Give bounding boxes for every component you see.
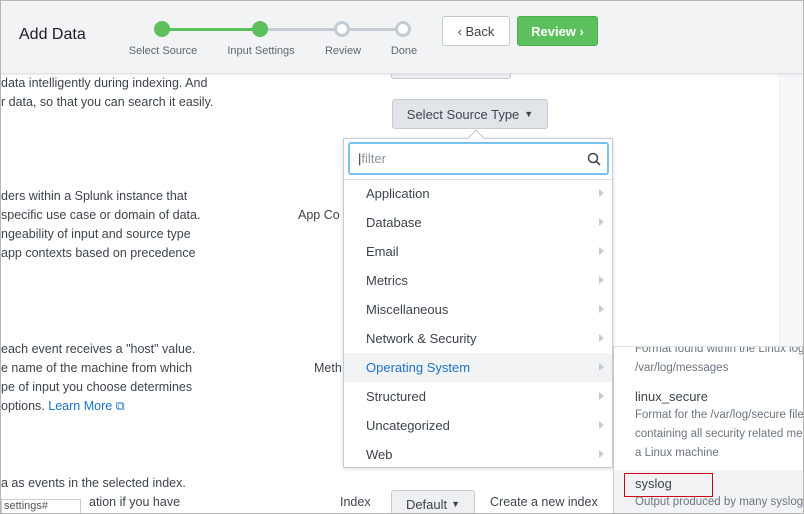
chevron-right-icon <box>599 421 604 429</box>
step-dot-input-settings <box>252 21 268 37</box>
index-label: Index <box>340 495 371 509</box>
select-source-type-button[interactable]: Select Source Type ▼ <box>392 99 548 129</box>
submenu-item-highlight[interactable] <box>614 470 803 513</box>
category-label: Operating System <box>366 360 471 375</box>
chevron-right-icon <box>599 189 604 197</box>
submenu-item-linux-secure[interactable]: linux_secure <box>635 389 708 404</box>
item-description: containing all security related mes <box>635 428 804 440</box>
category-item-network-security[interactable]: Network & Security <box>344 324 612 353</box>
method-label: Meth <box>314 361 342 375</box>
item-description: Format for the /var/log/secure file <box>635 409 804 421</box>
progress-line-done <box>162 28 260 31</box>
review-label: Review <box>531 23 576 39</box>
step-label: Input Settings <box>227 45 295 57</box>
item-description: Output produced by many syslog <box>635 496 804 508</box>
category-label: Network & Security <box>366 331 477 346</box>
step-dot-select-source <box>154 21 170 37</box>
help-text: a as events in the selected index. <box>1 476 186 490</box>
help-text: e name of the machine from which <box>1 361 193 375</box>
category-item-email[interactable]: Email <box>344 237 612 266</box>
header: Add Data Select Source Input Settings Re… <box>1 1 803 74</box>
annotation-box <box>624 473 713 497</box>
help-text: data intelligently during indexing. And <box>1 76 208 90</box>
status-bar-url: settings# <box>1 499 81 513</box>
step-label: Done <box>390 45 418 57</box>
help-text: r data, so that you can search it easily… <box>1 95 214 109</box>
chevron-right-icon <box>599 334 604 342</box>
category-label: Application <box>366 186 430 201</box>
help-text: specific use case or domain of data. <box>1 208 201 222</box>
category-item-web[interactable]: Web <box>344 440 612 469</box>
chevron-right-icon <box>599 363 604 371</box>
index-value: Default <box>405 496 448 512</box>
step-label: Select Source <box>128 45 198 57</box>
chevron-right-icon <box>599 450 604 458</box>
help-text-end: options. <box>1 399 45 413</box>
external-link-icon[interactable]: ⧉ <box>115 399 125 413</box>
category-item-application[interactable]: Application <box>344 179 612 208</box>
help-text: each event receives a "host" value. <box>1 342 196 356</box>
category-label: Uncategorized <box>366 418 450 433</box>
chevron-right-icon <box>599 247 604 255</box>
step-dot-review <box>334 21 350 37</box>
submenu-item-syslog[interactable]: syslog <box>635 476 672 491</box>
learn-more-link[interactable]: Learn More <box>48 399 113 413</box>
help-text: ation if you have <box>89 495 181 509</box>
back-label: Back <box>465 23 495 39</box>
category-item-uncategorized[interactable]: Uncategorized <box>344 411 612 440</box>
help-text: ngeability of input and source type <box>1 227 191 241</box>
item-description: a Linux machine <box>635 447 719 459</box>
category-item-metrics[interactable]: Metrics <box>344 266 612 295</box>
page-title: Add Data <box>19 26 86 43</box>
search-icon <box>587 152 601 166</box>
help-text: options. Learn More ⧉ <box>1 399 125 414</box>
category-label: Database <box>366 215 422 230</box>
chevron-left-icon: ‹ <box>457 23 466 39</box>
item-description: /var/log/messages <box>635 362 729 374</box>
caret-down-icon: ▼ <box>524 109 534 119</box>
category-label: Email <box>366 244 399 259</box>
step-dot-done <box>395 21 411 37</box>
caret-down-icon: ▼ <box>451 499 461 509</box>
index-dropdown[interactable]: Default▼ <box>391 490 475 513</box>
help-text: ders within a Splunk instance that <box>1 189 188 203</box>
progress-line-todo <box>260 28 403 31</box>
help-text: app contexts based on precedence <box>1 246 196 260</box>
chevron-right-icon: › <box>575 23 584 39</box>
app-context-label: App Co <box>298 208 340 222</box>
review-button[interactable]: Review › <box>517 16 598 46</box>
chevron-right-icon <box>599 218 604 226</box>
filter-input[interactable]: |filter <box>348 142 609 175</box>
divider <box>344 179 612 180</box>
category-label: Miscellaneous <box>366 302 449 317</box>
category-label: Structured <box>366 389 426 404</box>
select-source-type-label: Select Source Type <box>406 106 520 122</box>
chevron-right-icon <box>599 392 604 400</box>
step-label: Review <box>324 45 362 57</box>
category-label: Web <box>366 447 393 462</box>
filter-placeholder: filter <box>361 151 386 166</box>
category-label: Metrics <box>366 273 408 288</box>
help-text: pe of input you choose determines <box>1 380 193 394</box>
category-item-structured[interactable]: Structured <box>344 382 612 411</box>
category-item-miscellaneous[interactable]: Miscellaneous <box>344 295 612 324</box>
item-description: Format found within the Linux log <box>635 346 804 355</box>
category-item-database[interactable]: Database <box>344 208 612 237</box>
source-type-submenu: Format found within the Linux log /var/l… <box>613 346 804 513</box>
chevron-right-icon <box>599 276 604 284</box>
create-index-link[interactable]: Create a new index <box>490 495 598 509</box>
back-button[interactable]: ‹ Back <box>442 16 510 46</box>
category-item-operating-system[interactable]: Operating System <box>344 353 612 382</box>
chevron-right-icon <box>599 305 604 313</box>
